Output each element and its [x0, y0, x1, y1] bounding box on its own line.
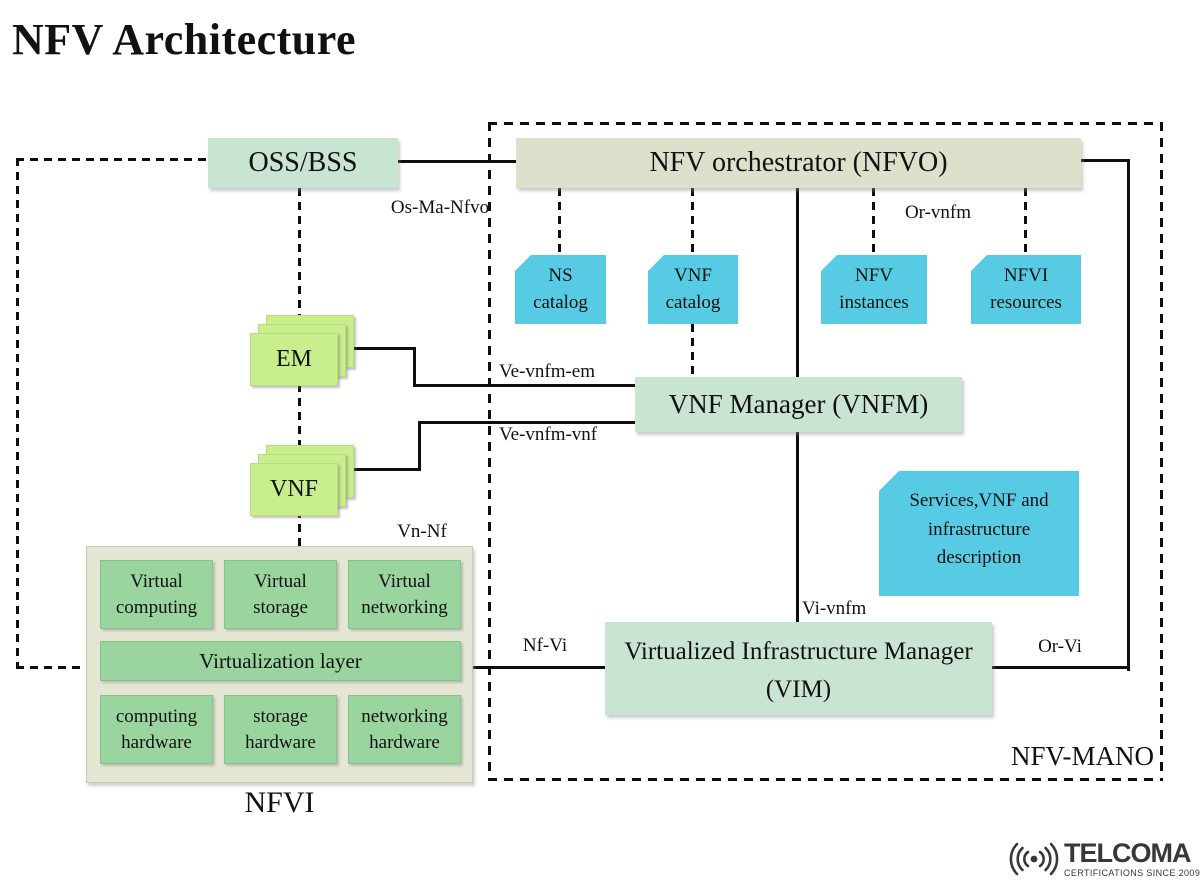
nfv-mano-border-right [1160, 122, 1163, 781]
dashed-connector-left-vertical [16, 158, 19, 669]
page-title: NFV Architecture [12, 15, 357, 64]
interface-label-or-vnfm: Or-vnfm [904, 202, 972, 223]
connector-em-vnfm-seg2 [413, 347, 416, 387]
nfvi-label: NFVI [244, 786, 315, 819]
signal-waves-icon [1009, 842, 1059, 876]
virtual-storage-box: Virtual storage [224, 560, 337, 629]
dashed-connector-nfvi-left [16, 666, 86, 669]
nfv-mano-border-left [488, 122, 491, 781]
virtual-networking-box: Virtual networking [348, 560, 461, 629]
connector-vnf-vnfm-seg2 [418, 421, 421, 471]
connector-vim-orvi [992, 666, 1130, 669]
services-description-box: Services,VNF and infrastructure descript… [879, 471, 1079, 596]
nfv-mano-border-top [488, 122, 1163, 125]
vim-label-line1: Virtualized Infrastructure Manager [624, 638, 973, 665]
interface-label-ve-vnfm-em: Ve-vnfm-em [499, 361, 596, 382]
dashed-stub-ns-catalog [558, 188, 561, 255]
interface-label-nf-vi: Nf-Vi [522, 635, 568, 656]
telcoma-logo: TELCOMA CERTIFICATIONS SINCE 2009 [1008, 838, 1200, 880]
nfvi-container: Virtual computing Virtual storage Virtua… [86, 546, 473, 783]
vnfm-box: VNF Manager (VNFM) [635, 377, 962, 432]
dashed-stub-vnfcatalog-vnfm [691, 324, 694, 377]
em-stack: EM [250, 315, 356, 386]
vim-box: Virtualized Infrastructure Manager (VIM) [605, 622, 992, 715]
nfv-mano-label: NFV-MANO [1010, 741, 1154, 771]
virtualization-layer-box: Virtualization layer [100, 641, 461, 681]
networking-hardware-box: networking hardware [348, 695, 461, 764]
vnf-stack: VNF [250, 445, 356, 518]
interface-label-ve-vnfm-vnf: Ve-vnfm-vnf [499, 424, 598, 445]
storage-hardware-box: storage hardware [224, 695, 337, 764]
virtual-computing-box: Virtual computing [100, 560, 213, 629]
connector-oss-nfvo [397, 160, 516, 163]
nfv-mano-border-bottom [488, 778, 1163, 781]
interface-label-os-ma-nfvo: Os-Ma-Nfvo [390, 197, 490, 218]
connector-vnf-vnfm-seg3 [418, 421, 635, 424]
connector-nfvi-vim [473, 666, 605, 669]
nfv-instances-box: NFV instances [821, 255, 927, 324]
connector-nfvo-orvi-vertical [1127, 159, 1130, 671]
computing-hardware-box: computing hardware [100, 695, 213, 764]
ns-catalog-box: NS catalog [515, 255, 606, 324]
interface-label-vi-vnfm: Vi-vnfm [802, 598, 867, 619]
interface-label-or-vi: Or-Vi [1038, 636, 1082, 657]
connector-nfvo-right-horizontal [1081, 159, 1130, 162]
connector-em-vnfm-seg1 [344, 347, 416, 350]
oss-bss-box: OSS/BSS [208, 138, 398, 188]
logo-text-block: TELCOMA CERTIFICATIONS SINCE 2009 [1064, 838, 1200, 879]
dashed-stub-nfv-instances [872, 188, 875, 255]
nfvo-box: NFV orchestrator (NFVO) [516, 138, 1081, 188]
vnf-catalog-box: VNF catalog [648, 255, 738, 324]
dashed-stub-nfvi-resources [1024, 188, 1027, 255]
interface-label-vn-nf: Vn-Nf [397, 521, 447, 542]
em-box: EM [250, 333, 338, 386]
connector-vnf-vnfm-seg1 [344, 468, 421, 471]
dashed-connector-oss-left-top [16, 158, 208, 161]
vnf-box: VNF [250, 463, 338, 516]
vim-label-line2: (VIM) [765, 675, 832, 703]
nfvi-resources-box: NFVI resources [971, 255, 1081, 324]
logo-name: TELCOMA [1064, 838, 1191, 868]
dashed-stub-vnf-catalog [691, 188, 694, 255]
connector-em-vnfm-seg3 [413, 384, 635, 387]
logo-tagline: CERTIFICATIONS SINCE 2009 [1064, 868, 1200, 878]
